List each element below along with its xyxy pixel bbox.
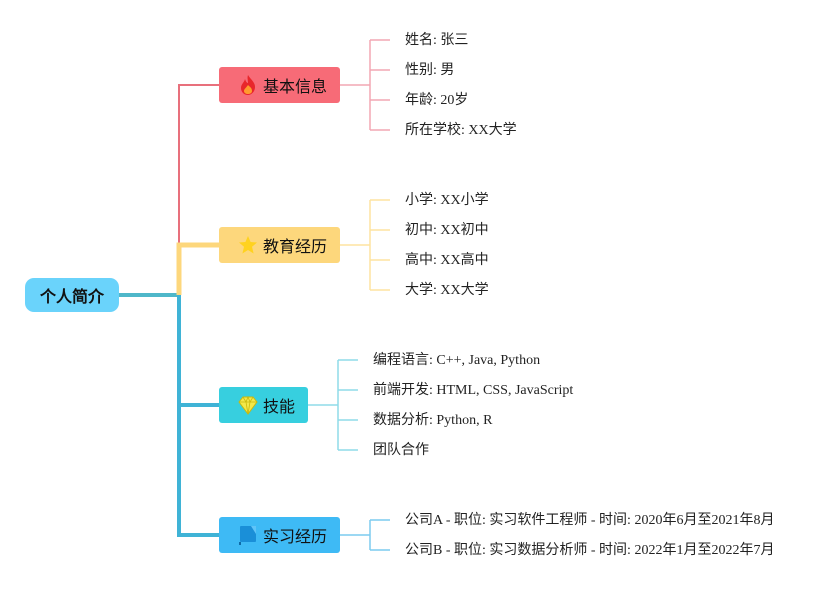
branch-connector-skills (177, 295, 219, 407)
flag-icon (237, 524, 259, 546)
fire-icon (237, 74, 259, 96)
leaf-item[interactable]: 年龄: 20岁 (405, 93, 469, 108)
topic-label: 实习经历 (263, 527, 328, 546)
leaf-item[interactable]: 大学: XX大学 (405, 283, 489, 298)
topic-skills[interactable]: 技能 (219, 387, 308, 423)
star-icon (237, 234, 259, 256)
leaf-item[interactable]: 编程语言: C++, Java, Python (373, 353, 541, 368)
leaf-item[interactable]: 公司B - 职位: 实习数据分析师 - 时间: 2022年1月至2022年7月 (405, 543, 775, 558)
topic-education[interactable]: 教育经历 (219, 227, 340, 263)
leaf-item[interactable]: 团队合作 (373, 443, 429, 458)
leaf-item[interactable]: 小学: XX小学 (405, 193, 489, 208)
leaf-connectors-internship (340, 519, 390, 551)
leaf-connectors-education (340, 199, 390, 291)
topic-label: 技能 (263, 397, 296, 416)
topic-internship[interactable]: 实习经历 (219, 517, 340, 553)
leaf-item[interactable]: 前端开发: HTML, CSS, JavaScript (373, 383, 574, 398)
leaf-item[interactable]: 公司A - 职位: 实习软件工程师 - 时间: 2020年6月至2021年8月 (405, 513, 775, 528)
branch-connector-basic (178, 84, 219, 293)
leaf-connectors-basic (340, 39, 390, 131)
topic-label: 基本信息 (263, 77, 328, 96)
leaf-item[interactable]: 高中: XX高中 (405, 253, 489, 268)
branch-connector-education (176, 242, 219, 295)
leaf-item[interactable]: 初中: XX初中 (405, 223, 489, 238)
topic-label: 教育经历 (263, 237, 328, 256)
topic-basic-info[interactable]: 基本信息 (219, 67, 340, 103)
root-topic[interactable]: 个人简介 (25, 278, 119, 312)
branch-connector-internship (177, 405, 219, 537)
leaf-item[interactable]: 所在学校: XX大学 (405, 123, 517, 138)
leaf-item[interactable]: 数据分析: Python, R (373, 413, 493, 428)
diamond-icon (237, 394, 259, 416)
leaf-item[interactable]: 性别: 男 (405, 63, 455, 78)
leaf-item[interactable]: 姓名: 张三 (405, 33, 469, 48)
leaf-connectors-skills (308, 359, 358, 451)
